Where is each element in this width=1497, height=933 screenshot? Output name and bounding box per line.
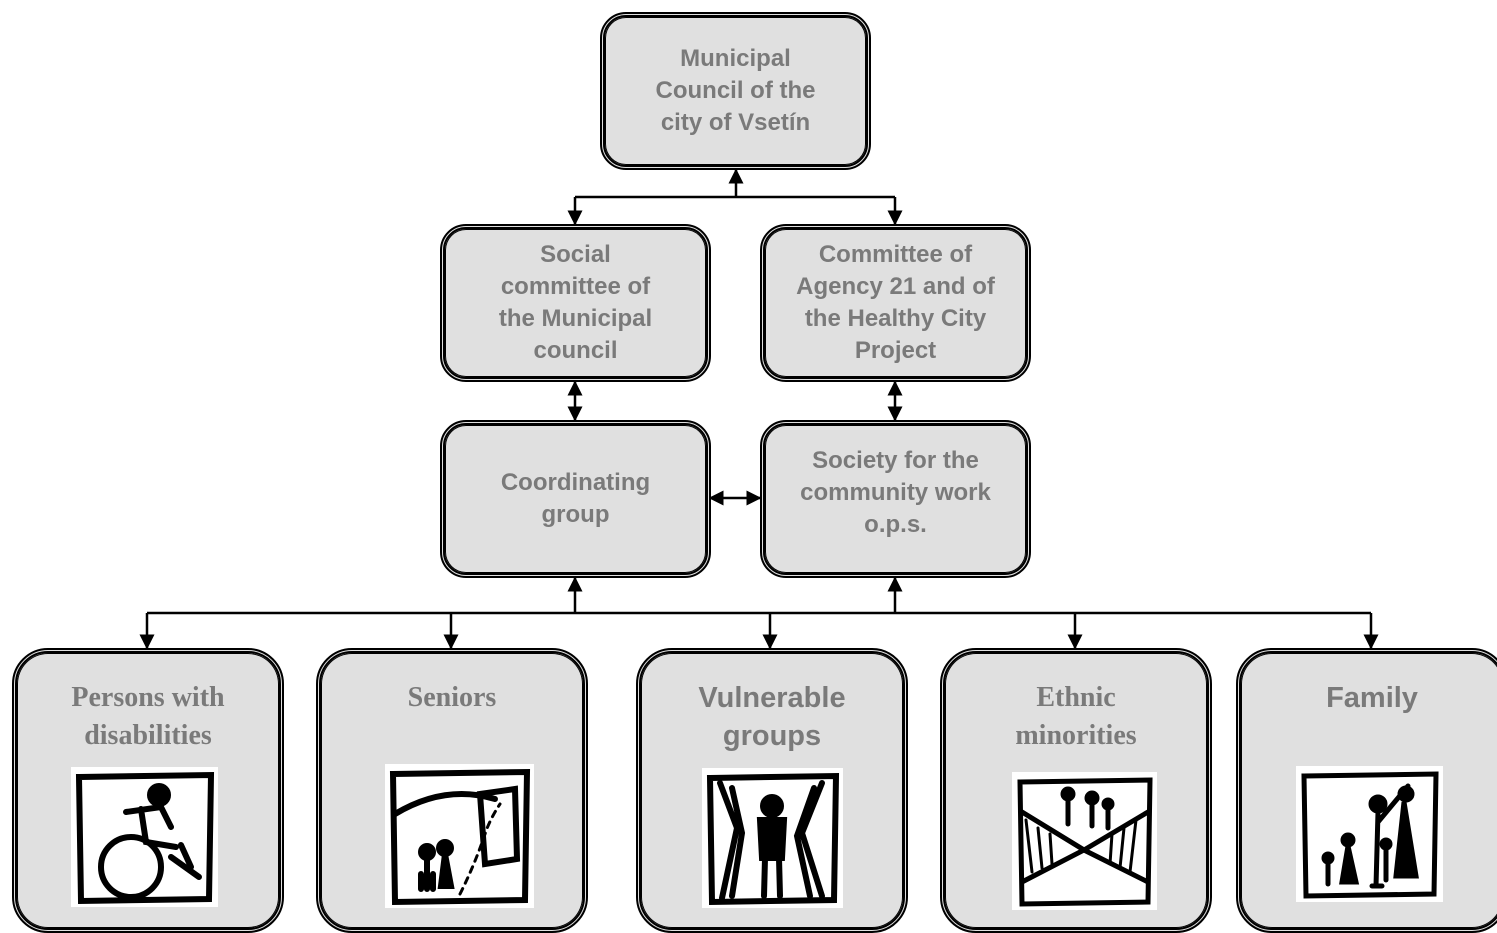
group-label-vulnerable: Vulnerable groups — [698, 682, 846, 752]
family-sketch-icon — [1296, 766, 1443, 902]
wheelchair-sketch-icon — [71, 767, 218, 907]
coordinating-group-box: Coordinating group — [440, 420, 711, 578]
group-of-people-sketch-icon — [1012, 772, 1157, 910]
lone-person-sketch-icon — [702, 768, 843, 908]
coordinating-group-label: Coordinating group — [500, 469, 651, 528]
social-committee-label: Social committee of the Municipal counci… — [498, 241, 653, 364]
group-label-disabilities: Persons with disabilities — [71, 682, 225, 751]
society-community-work-box: Society for the community work o.p.s. — [760, 420, 1031, 578]
elderly-couple-sketch-icon — [385, 764, 534, 908]
social-committee-box: Social committee of the Municipal counci… — [440, 224, 711, 382]
group-label-family: Family — [1326, 682, 1418, 714]
group-label-ethnic: Ethnic minorities — [1015, 682, 1137, 751]
group-label-seniors: Seniors — [407, 682, 497, 713]
agency21-committee-label: Committee of Agency 21 and of the Health… — [796, 241, 995, 364]
society-community-work-label: Society for the community work o.p.s. — [800, 447, 991, 538]
municipal-council-box: Municipal Council of the city of Vsetín — [600, 12, 871, 170]
municipal-council-label: Municipal Council of the city of Vsetín — [655, 45, 816, 136]
agency21-committee-box: Committee of Agency 21 and of the Health… — [760, 224, 1031, 382]
